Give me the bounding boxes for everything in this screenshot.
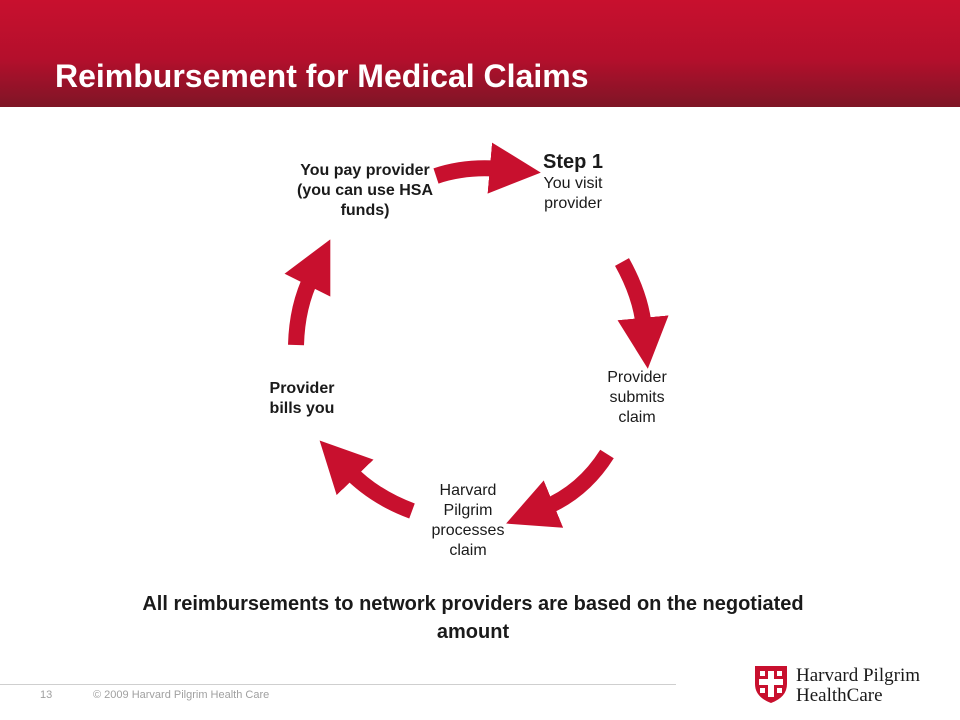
logo-line-1: Harvard Pilgrim: [796, 665, 921, 686]
step-3-node: Harvard Pilgrim processes claim: [418, 481, 518, 561]
step-2-node: Provider submits claim: [592, 368, 682, 428]
reimbursement-note: All reimbursements to network providers …: [142, 593, 804, 643]
company-logo: Harvard Pilgrim HealthCare: [752, 662, 952, 710]
step-5-node: You pay provider (you can use HSA funds): [294, 161, 436, 221]
arrow-step4-to-step5: [284, 239, 331, 346]
title-bar: Reimbursement for Medical Claims: [0, 0, 960, 107]
step-1-node: Step 1 You visit provider: [518, 150, 628, 214]
step-1-text: You visit provider: [543, 175, 603, 212]
logo-wordmark: Harvard Pilgrim HealthCare: [796, 666, 920, 706]
page-number: 13: [40, 689, 53, 701]
arrow-step3-to-step4: [319, 440, 415, 519]
step-4-node: Provider bills you: [252, 379, 352, 419]
step-2-text: Provider submits claim: [607, 369, 667, 426]
slide-title: Reimbursement for Medical Claims: [55, 58, 589, 94]
footer-divider: [0, 684, 676, 685]
step-5-text: You pay provider (you can use HSA funds): [296, 162, 434, 219]
copyright-text: © 2009 Harvard Pilgrim Health Care: [93, 689, 270, 701]
arrow-step5-to-step1: [433, 142, 541, 194]
step-3-text: Harvard Pilgrim processes claim: [431, 482, 505, 559]
arrow-step1-to-step2: [614, 258, 669, 369]
step-1-title: Step 1: [542, 151, 604, 173]
arrow-step2-to-step3: [506, 449, 614, 528]
logo-line-2: HealthCare: [796, 685, 883, 706]
step-4-text: Provider bills you: [269, 380, 335, 417]
shield-cross-icon: [755, 666, 787, 703]
